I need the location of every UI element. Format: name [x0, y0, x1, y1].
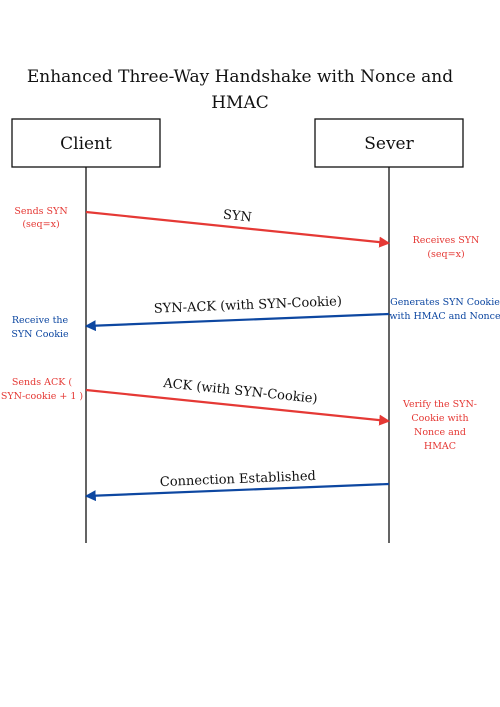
note-server-verifies-line-1: Verify the SYN-	[402, 399, 477, 410]
note-server-verifies-line-4: HMAC	[424, 441, 456, 452]
server-box	[314, 118, 464, 168]
note-client-sends-ack-line-1: Sends ACK (	[12, 377, 72, 388]
established-label: Connection Established	[160, 469, 317, 490]
diagram-title-line1: Enhanced Three-Way Handshake with Nonce …	[27, 67, 453, 87]
ack-arrow	[85, 388, 391, 426]
note-client-receives-cookie-line-2: SYN Cookie	[11, 329, 69, 340]
established-arrow	[84, 482, 390, 502]
syn-ack-label: SYN-ACK (with SYN-Cookie)	[154, 294, 343, 317]
client-label: Client	[60, 134, 112, 154]
note-client-sends-ack-line-2: SYN-cookie + 1 )	[1, 391, 83, 402]
syn-ack-arrow	[84, 312, 390, 332]
note-client-receives-cookie-line-1: Receive the	[12, 315, 69, 326]
ack-label: ACK (with SYN-Cookie)	[162, 376, 319, 407]
note-server-generates-cookie-line-1: Generates SYN Cookie	[390, 297, 500, 308]
note-server-generates-cookie: Generates SYN Cookie with HMAC and Nonce	[389, 297, 500, 322]
note-client-sends-syn-line-1: Sends SYN	[14, 206, 67, 217]
syn-arrow	[85, 210, 391, 248]
server-label: Sever	[364, 134, 414, 154]
note-client-sends-ack: Sends ACK ( SYN-cookie + 1 )	[1, 377, 83, 402]
note-server-generates-cookie-line-2: with HMAC and Nonce	[389, 311, 500, 322]
diagram-title-line2: HMAC	[211, 93, 269, 113]
note-client-sends-syn-line-2: (seq=x)	[22, 219, 59, 230]
note-server-receives-syn-line-2: (seq=x)	[427, 249, 464, 260]
note-server-receives-syn-line-1: Receives SYN	[413, 235, 480, 246]
note-server-receives-syn: Receives SYN (seq=x)	[413, 235, 480, 260]
note-server-verifies-line-3: Nonce and	[414, 427, 466, 438]
client-box	[11, 118, 161, 168]
note-client-sends-syn: Sends SYN (seq=x)	[14, 206, 67, 230]
syn-label: SYN	[222, 208, 252, 226]
note-server-verifies-line-2: Cookie with	[411, 413, 468, 424]
